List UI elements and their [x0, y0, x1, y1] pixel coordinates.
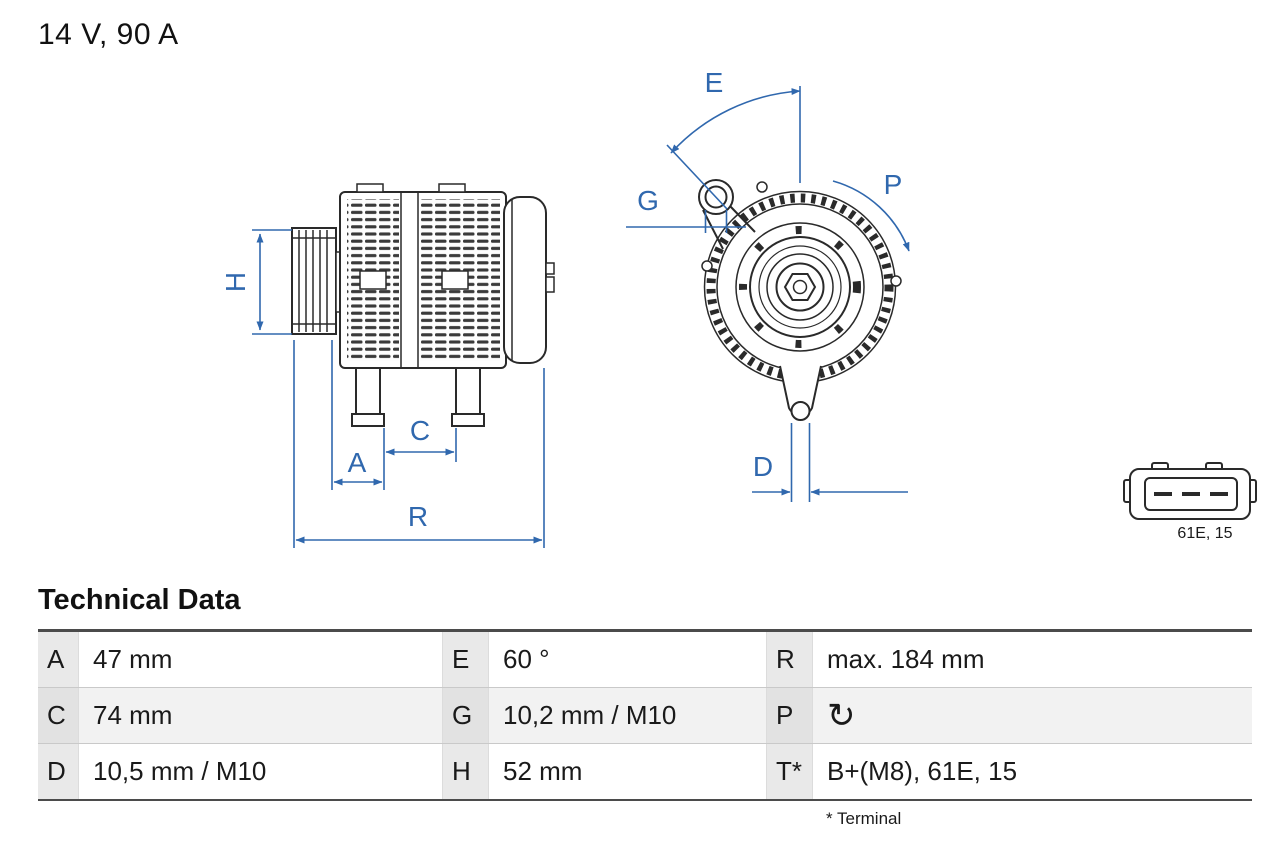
connector-plug — [1123, 462, 1257, 520]
technical-data-section: Technical Data A 47 mm E 60 ° R max. 184… — [38, 584, 1252, 829]
dim-label-g: G — [637, 185, 659, 216]
front-view-dimensions: E G P D — [626, 67, 910, 502]
tech-key-h: H — [442, 744, 488, 799]
alternator-side-view — [291, 183, 555, 427]
terminal-footnote: * Terminal — [826, 809, 902, 828]
tech-value-h: 52 mm — [488, 744, 766, 799]
tech-key-a: A — [38, 632, 78, 687]
dim-label-d: D — [753, 451, 773, 482]
tech-key-p: P — [766, 688, 812, 743]
dim-label-r: R — [408, 501, 428, 532]
dim-label-p: P — [884, 169, 903, 200]
table-row: A 47 mm E 60 ° R max. 184 mm — [38, 632, 1252, 688]
tech-value-a: 47 mm — [78, 632, 442, 687]
page-title: 14 V, 90 A — [38, 18, 179, 51]
dim-label-h: H — [220, 272, 251, 292]
tech-value-e: 60 ° — [488, 632, 766, 687]
dim-label-a: A — [348, 447, 367, 478]
tech-key-c: C — [38, 688, 78, 743]
tech-value-t: B+(M8), 61E, 15 — [812, 744, 1252, 799]
alternator-front-view — [698, 179, 902, 421]
tech-key-e: E — [442, 632, 488, 687]
technical-data-table: A 47 mm E 60 ° R max. 184 mm C 74 mm G 1… — [38, 629, 1252, 801]
rotation-direction-icon: ↻ — [812, 688, 1252, 743]
table-row: C 74 mm G 10,2 mm / M10 P ↻ — [38, 688, 1252, 744]
tech-value-r: max. 184 mm — [812, 632, 1252, 687]
tech-value-c: 74 mm — [78, 688, 442, 743]
tech-value-g: 10,2 mm / M10 — [488, 688, 766, 743]
technical-data-heading: Technical Data — [38, 584, 241, 616]
dim-label-c: C — [410, 415, 430, 446]
shaft-nut — [783, 273, 817, 301]
tech-value-d: 10,5 mm / M10 — [78, 744, 442, 799]
side-view-dimensions: H A C R — [220, 229, 545, 548]
tech-key-r: R — [766, 632, 812, 687]
tech-key-d: D — [38, 744, 78, 799]
tech-key-g: G — [442, 688, 488, 743]
table-row: D 10,5 mm / M10 H 52 mm T* B+(M8), 61E, … — [38, 744, 1252, 801]
connector-label: 61E, 15 — [1177, 525, 1232, 542]
dim-label-e: E — [705, 67, 724, 98]
tech-key-t: T* — [766, 744, 812, 799]
technical-drawing: H A C R — [220, 67, 1257, 548]
